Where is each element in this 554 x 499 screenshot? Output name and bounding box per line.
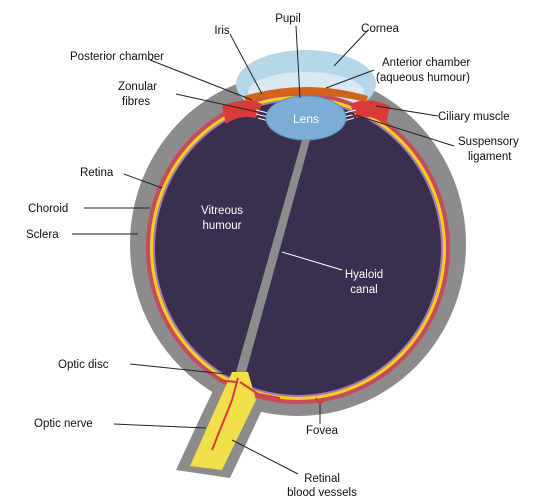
label-suspensory-1: Suspensory <box>458 136 519 148</box>
label-hyaloid-2: canal <box>350 284 378 296</box>
vitreous-humour <box>155 101 441 395</box>
label-optic-nerve: Optic nerve <box>34 418 93 430</box>
label-ciliary-muscle: Ciliary muscle <box>438 111 510 123</box>
label-iris: Iris <box>214 25 230 37</box>
label-lens: Lens <box>293 112 319 126</box>
label-hyaloid-1: Hyaloid <box>345 269 383 281</box>
leader-retinal-vessels <box>232 440 298 474</box>
label-vitreous-1: Vitreous <box>201 205 243 217</box>
label-fovea: Fovea <box>306 425 339 437</box>
label-anterior-chamber-1: Anterior chamber <box>382 57 470 69</box>
label-anterior-chamber-2: (aqueous humour) <box>376 72 470 84</box>
label-sclera: Sclera <box>26 229 59 241</box>
label-zonular-1: Zonular <box>118 81 157 93</box>
label-vitreous-2: humour <box>203 220 242 232</box>
label-optic-disc: Optic disc <box>58 359 109 371</box>
label-zonular-2: fibres <box>122 96 150 108</box>
leader-optic-nerve <box>114 424 206 428</box>
label-cornea: Cornea <box>361 23 399 35</box>
label-pupil: Pupil <box>275 13 301 25</box>
label-retinal-2: blood vessels <box>287 487 357 499</box>
label-posterior-chamber: Posterior chamber <box>70 51 164 63</box>
label-retina: Retina <box>80 167 114 179</box>
label-choroid: Choroid <box>28 203 68 215</box>
label-retinal-1: Retinal <box>304 473 340 485</box>
label-suspensory-2: ligament <box>468 151 512 163</box>
